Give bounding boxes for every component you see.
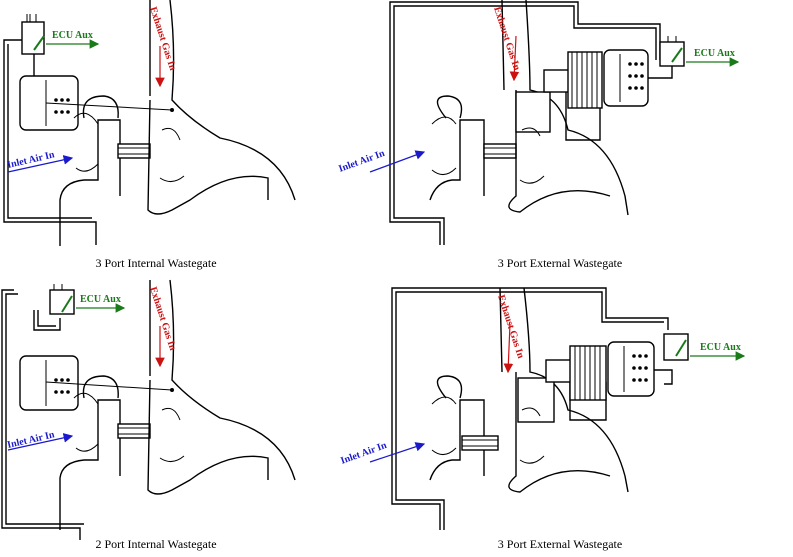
inlet-air-label: Inlet Air In bbox=[6, 149, 56, 171]
solenoid-valve bbox=[659, 41, 685, 67]
actuator-dot bbox=[638, 354, 642, 358]
actuator-rod bbox=[45, 102, 173, 111]
turbo-shaft bbox=[461, 435, 499, 451]
turbo-shaft bbox=[117, 423, 151, 439]
actuator-dot bbox=[640, 62, 644, 66]
panel-caption: 3 Port External Wastegate bbox=[498, 256, 622, 270]
actuator-dot bbox=[632, 378, 636, 382]
wastegate-actuator bbox=[603, 49, 649, 107]
compressor-housing bbox=[429, 119, 485, 201]
panel-caption: 3 Port Internal Wastegate bbox=[95, 256, 216, 270]
turbine-housing bbox=[149, 279, 296, 481]
actuator-dot bbox=[632, 366, 636, 370]
turbine-housing bbox=[501, 0, 629, 216]
actuator-dot bbox=[644, 354, 648, 358]
solenoid-valve bbox=[49, 289, 75, 315]
wastegate-pivot bbox=[170, 108, 174, 112]
ecu-aux-label: ECU Aux bbox=[52, 30, 93, 41]
compressor-housing bbox=[429, 399, 485, 481]
actuator-dot bbox=[638, 378, 642, 382]
actuator-dot bbox=[644, 366, 648, 370]
boost-line bbox=[3, 39, 97, 245]
actuator-dot bbox=[54, 110, 58, 114]
panel-caption: 3 Port External Wastegate bbox=[498, 537, 622, 551]
solenoid-valve bbox=[21, 21, 45, 55]
boost-line bbox=[1, 289, 81, 540]
actuator-dot bbox=[66, 98, 70, 102]
inlet-air-label: Inlet Air In bbox=[6, 429, 56, 451]
actuator-dot bbox=[632, 354, 636, 358]
inlet-arrow bbox=[7, 155, 74, 173]
actuator-dot bbox=[628, 86, 632, 90]
actuator-dot bbox=[628, 74, 632, 78]
inlet-arrow bbox=[7, 433, 74, 451]
actuator-dot bbox=[638, 366, 642, 370]
ecu-aux-label: ECU Aux bbox=[80, 294, 121, 305]
inlet-air-label: Inlet Air In bbox=[337, 148, 386, 175]
actuator-dot bbox=[60, 378, 64, 382]
turbo-shaft bbox=[117, 143, 151, 159]
boost-line bbox=[389, 1, 661, 245]
actuator-dot bbox=[628, 62, 632, 66]
ecu-aux-label: ECU Aux bbox=[694, 48, 735, 59]
actuator-dot bbox=[66, 378, 70, 382]
actuator-dot bbox=[640, 74, 644, 78]
exhaust-arrow bbox=[509, 35, 520, 82]
actuator-dot bbox=[640, 86, 644, 90]
panel-3port-internal-top: ECU Aux Inlet Air In Exhaust Gas In 3 Po… bbox=[3, 0, 296, 270]
wastegate-actuator bbox=[607, 341, 655, 397]
wastegate-heatsink bbox=[569, 345, 607, 401]
actuator-dot bbox=[634, 74, 638, 78]
actuator-dot bbox=[54, 98, 58, 102]
wastegate-heatsink bbox=[567, 51, 603, 109]
exhaust-arrow bbox=[503, 323, 514, 374]
compressor-housing bbox=[59, 399, 121, 530]
exhaust-gas-label: Exhaust Gas In bbox=[495, 294, 526, 361]
actuator-dot bbox=[60, 98, 64, 102]
panel-2port-internal: ECU Aux Inlet Air In Exhaust Gas In 2 Po… bbox=[1, 279, 296, 551]
inlet-arrow bbox=[369, 442, 426, 463]
boost-line bbox=[391, 287, 669, 530]
actuator-dot bbox=[60, 110, 64, 114]
panel-3port-external-top: ECU Aux Inlet Air In Exhaust Gas In 3 Po… bbox=[337, 0, 740, 270]
compressor-housing bbox=[59, 119, 121, 246]
actuator-dot bbox=[66, 110, 70, 114]
panel-caption: 2 Port Internal Wastegate bbox=[95, 537, 216, 551]
actuator-dot bbox=[54, 378, 58, 382]
exhaust-gas-label: Exhaust Gas In bbox=[491, 6, 522, 73]
actuator-rod bbox=[45, 381, 173, 391]
solenoid-valve bbox=[663, 333, 689, 361]
actuator-dot bbox=[60, 390, 64, 394]
ecu-aux-label: ECU Aux bbox=[700, 342, 741, 353]
turbine-housing bbox=[149, 0, 296, 201]
panel-3port-external-bottom: ECU Aux Inlet Air In Exhaust Gas In 3 Po… bbox=[339, 287, 746, 551]
turbo-shaft bbox=[483, 143, 517, 159]
actuator-dot bbox=[66, 390, 70, 394]
inlet-arrow bbox=[369, 150, 426, 173]
turbine-housing bbox=[499, 287, 629, 493]
actuator-dot bbox=[54, 390, 58, 394]
inlet-air-label: Inlet Air In bbox=[339, 440, 388, 467]
wastegate-actuator bbox=[19, 355, 79, 411]
wastegate-pivot bbox=[170, 388, 174, 392]
actuator-dot bbox=[634, 62, 638, 66]
actuator-dot bbox=[644, 378, 648, 382]
actuator-dot bbox=[634, 86, 638, 90]
